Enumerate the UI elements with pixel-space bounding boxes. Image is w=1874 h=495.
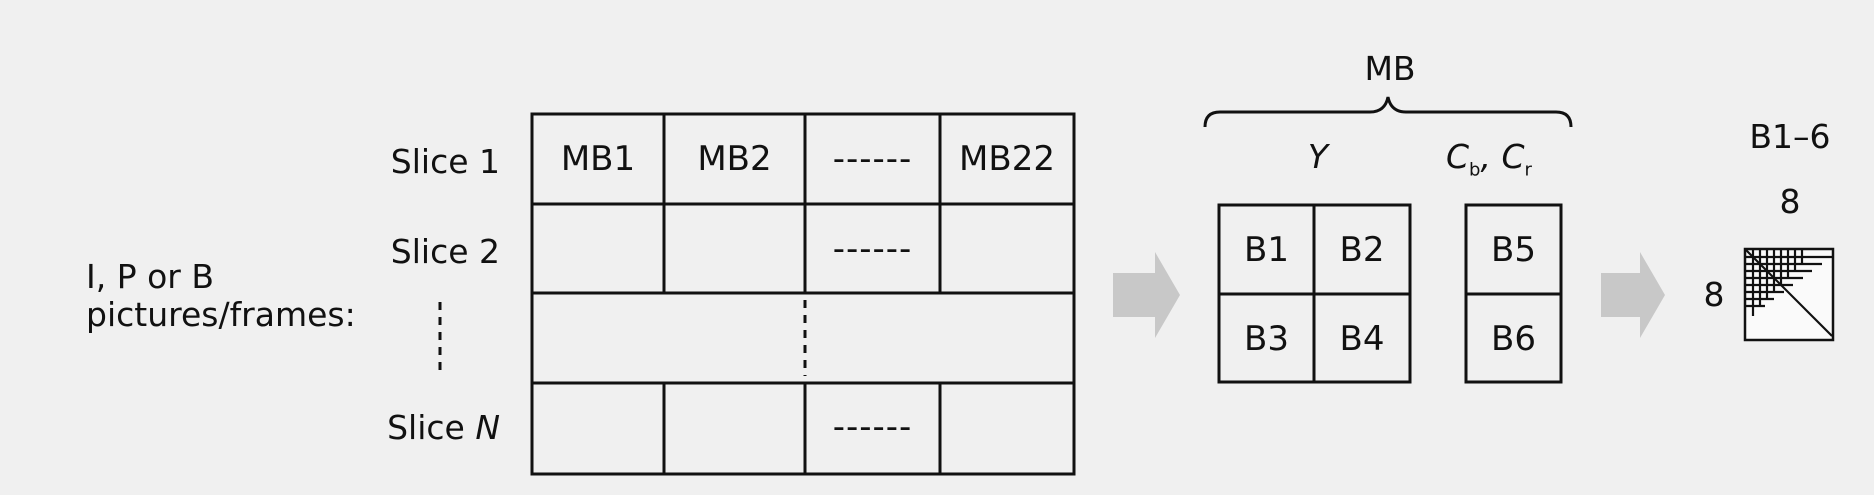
chroma-sub-b: b: [1469, 159, 1481, 181]
slice-2-label: Slice 2: [390, 232, 500, 271]
block-width-label: 8: [1779, 182, 1801, 221]
chroma-block-b6: B6: [1491, 319, 1536, 359]
chroma-sub-r: r: [1524, 159, 1532, 181]
luma-block-b3: B3: [1244, 319, 1289, 359]
grid-cell-mb2: MB2: [697, 139, 772, 179]
frame-type-label: I, P or B pictures/frames:: [86, 258, 356, 334]
frame-type-line2: pictures/frames:: [86, 295, 356, 334]
slice-1-label: Slice 1: [390, 142, 500, 181]
arrow-right-icon: [1601, 252, 1665, 338]
luma-label: Y: [1307, 137, 1329, 176]
macroblock-title: MB: [1364, 49, 1416, 88]
chroma-separator: ,: [1480, 137, 1502, 176]
frame-type-line1: I, P or B: [86, 257, 214, 296]
luma-block-b2: B2: [1339, 230, 1385, 270]
chroma-cb: C: [1446, 137, 1470, 176]
grid-rown-ellipsis: ------: [832, 407, 913, 447]
luma-block-b4: B4: [1339, 319, 1385, 359]
chroma-block-b5: B5: [1491, 230, 1536, 270]
block-title: B1–6: [1749, 117, 1831, 156]
slice-n-prefix: Slice: [387, 408, 476, 447]
slice-n-variable: N: [475, 408, 500, 447]
grid-row2-ellipsis: ------: [832, 229, 913, 269]
grid-cell-mb1: MB1: [560, 139, 636, 179]
slice-n-label: Slice N: [330, 411, 500, 444]
arrow-right-icon: [1113, 252, 1180, 338]
grid-cell-mb22: MB22: [959, 139, 1055, 179]
chroma-label: Cb, Cr: [1446, 140, 1532, 180]
macroblock-brace: [1203, 96, 1573, 128]
block-height-label: 8: [1703, 275, 1725, 314]
chroma-cr: C: [1501, 137, 1525, 176]
luma-block-b1: B1: [1244, 230, 1289, 270]
pixel-block-icon: [1743, 247, 1835, 342]
grid-cell-ellipsis: ------: [832, 139, 913, 179]
